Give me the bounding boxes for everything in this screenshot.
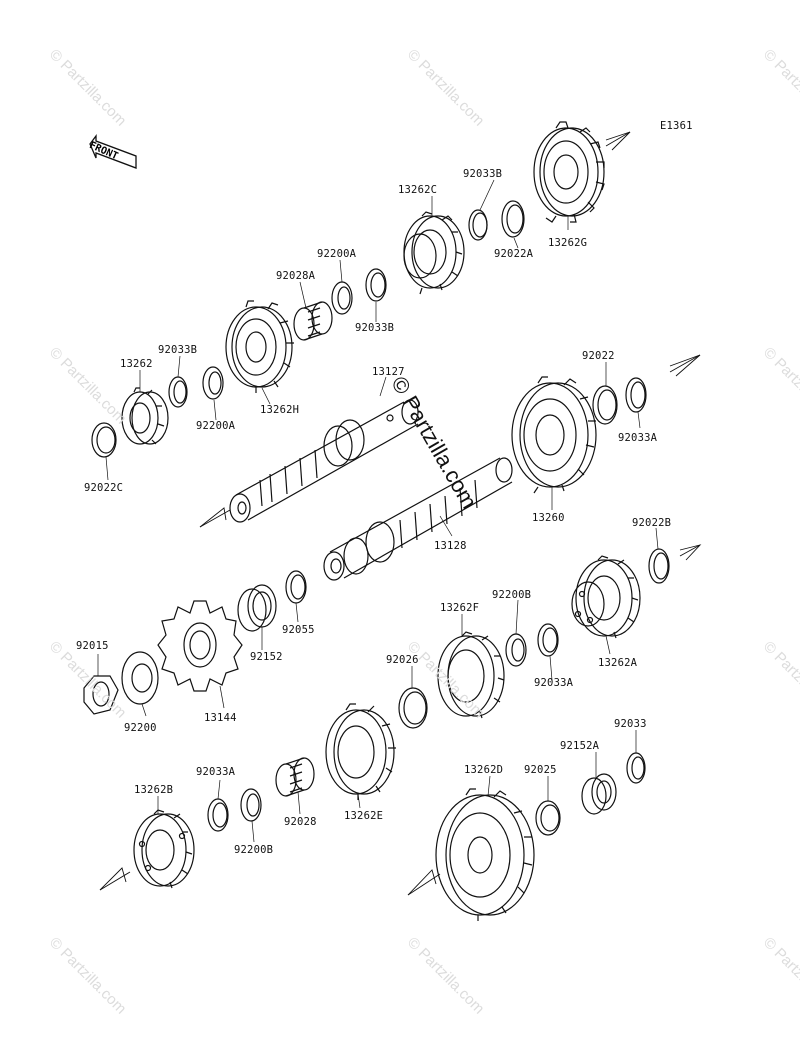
part-label: 92033 (614, 718, 647, 730)
gear-13262B (133, 809, 195, 889)
part-label: 92022A (494, 248, 534, 260)
ring-92033 (626, 752, 646, 784)
part-label: 92200A (196, 420, 236, 432)
shaft-13127 (229, 399, 419, 523)
gear-13262G (533, 121, 605, 223)
ring-92033A-mid (537, 623, 559, 657)
ring-92033A-low (207, 798, 229, 832)
ring-92025 (535, 800, 561, 836)
part-label: 92055 (282, 624, 315, 636)
part-label: 92022C (84, 482, 124, 494)
leader-lines (97, 179, 659, 843)
part-label: 92200A (317, 248, 357, 260)
part-label: 13262F (440, 602, 480, 614)
bearing-92028A (293, 301, 333, 341)
part-label: 92022B (632, 517, 672, 529)
part-label: 92033B (355, 322, 395, 334)
ring-92022A (501, 200, 525, 238)
gear-13262H (225, 300, 294, 393)
part-label: 13262D (464, 764, 504, 776)
front-arrow-icon (89, 134, 137, 169)
ring-92022B (648, 548, 670, 584)
gear-13262D (435, 788, 535, 921)
gear-13260 (511, 376, 597, 494)
ring-92033A-right (625, 377, 647, 413)
part-label: 13262C (398, 184, 438, 196)
part-label: 13262 (120, 358, 153, 370)
part-label: 92025 (524, 764, 557, 776)
gear-13262A (571, 555, 641, 639)
part-label: 92028A (276, 270, 316, 282)
axis-lines (99, 131, 702, 896)
nut-92015 (83, 675, 119, 715)
gear-13262E (325, 703, 396, 800)
gear-13262F (437, 631, 505, 719)
part-label: 92152 (250, 651, 283, 663)
part-label: 92028 (284, 816, 317, 828)
ring-92200A-left (202, 366, 224, 400)
part-label: 13260 (532, 512, 565, 524)
part-label: 92033A (618, 432, 658, 444)
part-label: 92152A (560, 740, 600, 752)
ring-92033B-mid (365, 268, 387, 302)
ring-92200B-low (240, 788, 262, 822)
part-label: 92200B (492, 589, 532, 601)
part-label: 92033A (196, 766, 236, 778)
sprocket-13144 (157, 600, 243, 692)
bearing-92028 (275, 757, 315, 797)
bearing-92152A (581, 773, 617, 815)
part-label: 13262G (548, 237, 588, 249)
part-label: 92033B (463, 168, 503, 180)
ring-92055 (285, 570, 307, 604)
ring-92033B-left (168, 376, 188, 408)
part-label: 92200 (124, 722, 157, 734)
part-label: 92015 (76, 640, 109, 652)
bearing-92152 (237, 584, 277, 632)
part-label: 13262B (134, 784, 174, 796)
part-label: 13262E (344, 810, 384, 822)
ring-92200B-mid (505, 633, 527, 667)
part-label: 92200B (234, 844, 274, 856)
part-label: 13262H (260, 404, 300, 416)
ring-92200A-top (331, 281, 353, 315)
diagram-id: E1361 (660, 120, 693, 132)
shaft-13128 (323, 457, 513, 581)
washer-92200 (121, 651, 159, 705)
part-label: 13262A (598, 657, 638, 669)
part-label: 92033B (158, 344, 198, 356)
part-label: 13128 (434, 540, 467, 552)
part-label: 92033A (534, 677, 574, 689)
ring-92033B-top (468, 209, 488, 241)
part-label: 92026 (386, 654, 419, 666)
part-label: 13127 (372, 366, 405, 378)
ring-92026 (398, 687, 428, 729)
part-label: 13144 (204, 712, 237, 724)
ring-92022 (592, 385, 618, 425)
gear-13262C (403, 211, 465, 295)
part-label: 92022 (582, 350, 615, 362)
ring-92022C (91, 422, 117, 458)
